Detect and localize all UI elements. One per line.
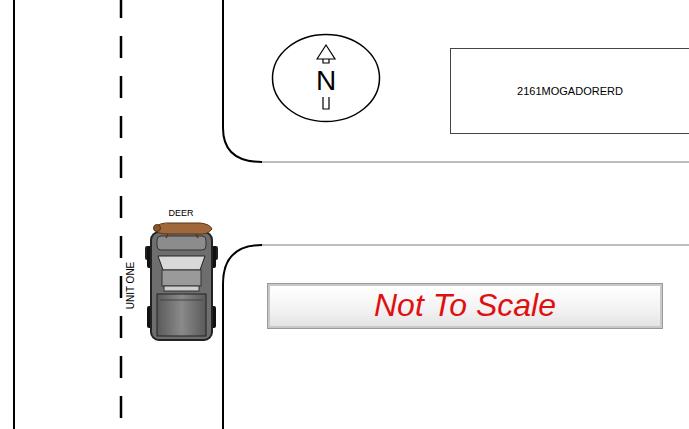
deer-figure [154, 223, 213, 238]
rear-window [164, 286, 199, 291]
address-text: 2161MOGADORERD [517, 85, 623, 97]
scale-note-box: Not To Scale [268, 284, 662, 328]
side-road-edge-south [262, 244, 689, 246]
north-arrowhead [317, 45, 335, 63]
road-edge-west [13, 0, 15, 429]
truck-body [151, 232, 212, 340]
north-arrow-tail [323, 97, 329, 109]
pickup-truck [145, 232, 218, 340]
center-line [120, 0, 123, 429]
road-edge-south-corner [223, 245, 689, 429]
hood [157, 236, 206, 250]
deer-label: DEER [166, 209, 195, 219]
compass-rose: N [271, 33, 381, 123]
bed-rail [160, 300, 203, 301]
compass-ellipse [273, 35, 380, 122]
truck-bed [157, 294, 206, 336]
compass-letter: N [316, 66, 336, 97]
road-edge-north-corner [223, 0, 689, 162]
windshield [158, 256, 205, 270]
scale-note: Not To Scale [374, 288, 556, 323]
unit-label: UNIT ONE [125, 259, 136, 311]
building-address-box: 2161MOGADORERD [450, 48, 689, 134]
cab-roof [162, 270, 201, 286]
side-road-edge-north [262, 161, 689, 163]
